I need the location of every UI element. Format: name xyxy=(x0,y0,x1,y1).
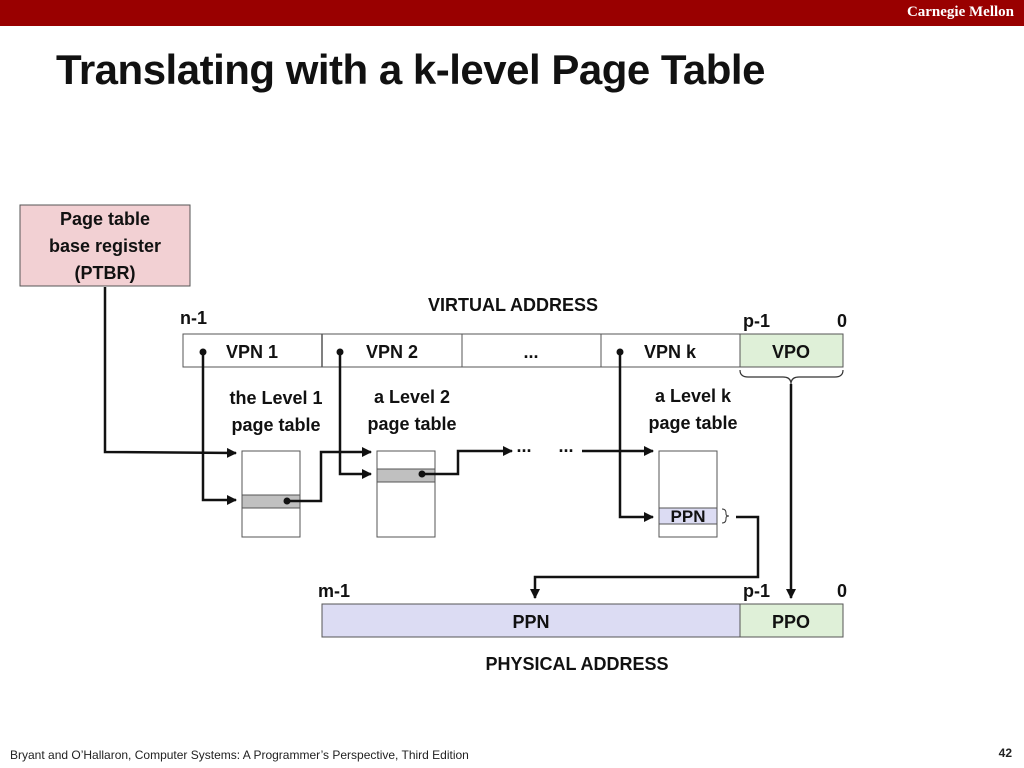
va-msb-label: n-1 xyxy=(180,308,207,328)
arrow-vpn2-index xyxy=(338,352,372,479)
virtual-address-label: VIRTUAL ADDRESS xyxy=(428,295,598,315)
vpo-field xyxy=(739,333,844,368)
vpo-brace xyxy=(739,369,844,385)
ppn-field xyxy=(321,603,741,638)
vpnk-field: VPN k xyxy=(644,342,697,362)
level1-page-table xyxy=(241,450,301,538)
va-offset-high-label: p-1 xyxy=(743,311,770,331)
arrow-vpnk-index xyxy=(618,352,654,522)
slide-title: Translating with a k-level Page Table xyxy=(56,46,765,93)
ppo-label: PPO xyxy=(772,612,810,632)
footer-citation: Bryant and O’Hallaron, Computer Systems:… xyxy=(10,748,469,762)
levelk-label-line1: a Level k xyxy=(655,386,732,406)
vpn2-field: VPN 2 xyxy=(366,342,418,362)
arrow-level2-to-next xyxy=(422,446,513,476)
page-number: 42 xyxy=(998,746,1012,760)
connector-dots xyxy=(199,348,624,505)
va-offset-low-label: 0 xyxy=(837,311,847,331)
physical-address-row: PPN PPO xyxy=(321,603,844,638)
pa-offset-low-label: 0 xyxy=(837,581,847,601)
arrow-level1-to-level2 xyxy=(287,447,372,503)
ptbr-label-line2: base register xyxy=(49,236,161,256)
virtual-address-row: VPN 1 VPN 2 ... VPN k VPO xyxy=(182,333,844,368)
tables-ellipsis-1: ... xyxy=(516,436,531,456)
pa-offset-high-label: p-1 xyxy=(743,581,770,601)
pa-msb-label: m-1 xyxy=(318,581,350,601)
tables-ellipsis-2: ... xyxy=(558,436,573,456)
levelk-page-table: PPN xyxy=(658,450,718,538)
header-bar: Carnegie Mellon xyxy=(0,0,1024,26)
level2-label-line1: a Level 2 xyxy=(374,387,450,407)
ptbr-box: Page table base register (PTBR) xyxy=(19,204,191,287)
vpo-label: VPO xyxy=(772,342,810,362)
vpn1-field: VPN 1 xyxy=(226,342,278,362)
levelk-ppn-label: PPN xyxy=(671,507,706,526)
level2-entry xyxy=(376,468,436,483)
ptbr-label-line1: Page table xyxy=(60,209,150,229)
levelk-label-line2: page table xyxy=(648,413,737,433)
level2-label-line2: page table xyxy=(367,414,456,434)
brand-name: Carnegie Mellon xyxy=(906,4,1014,20)
arrow-ptbr-to-level1 xyxy=(103,287,237,458)
ptbr-label-line3: (PTBR) xyxy=(75,263,136,283)
ppo-field xyxy=(739,603,844,638)
arrow-ppn-to-pa xyxy=(530,515,760,599)
ppn-brace xyxy=(721,508,730,524)
level1-label-line1: the Level 1 xyxy=(229,388,322,408)
physical-address-label: PHYSICAL ADDRESS xyxy=(485,654,668,674)
arrow-vpn1-index xyxy=(201,352,237,505)
level2-page-table xyxy=(376,450,436,538)
vpn-ellipsis-field: ... xyxy=(523,342,538,362)
level1-label-line2: page table xyxy=(231,415,320,435)
translation-arrows xyxy=(103,287,796,599)
levelk-ppn-entry xyxy=(658,507,718,525)
ppn-label: PPN xyxy=(512,612,549,632)
